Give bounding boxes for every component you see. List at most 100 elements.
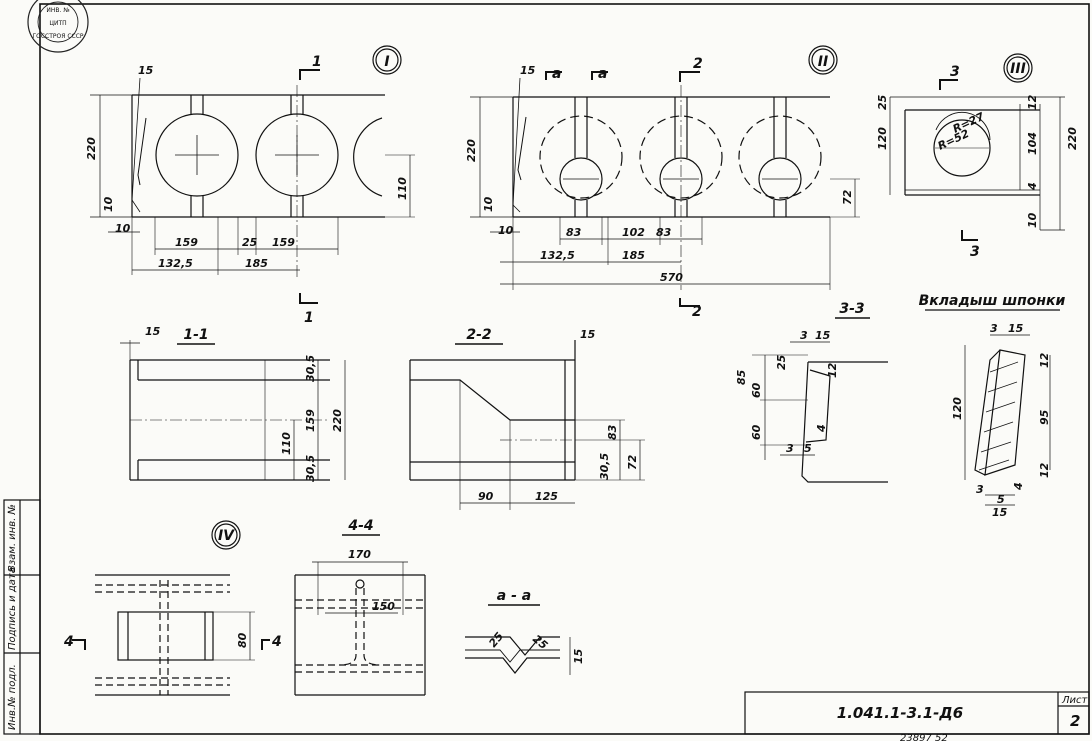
view-II-marker	[808, 45, 838, 75]
dim: 3	[800, 329, 808, 342]
dim: 104	[1026, 132, 1039, 155]
dim: 3	[990, 322, 998, 335]
dim: 220	[465, 139, 478, 162]
dim: 30,5	[598, 453, 611, 480]
dim: 25	[242, 236, 258, 249]
dim: 3	[786, 442, 794, 455]
section-a-a-title: а - а	[497, 588, 531, 604]
dim: 30,5	[304, 355, 317, 382]
inventory-stamp: ИНВ. № ЦИТП ГОССТРОЯ СССР	[27, 0, 89, 53]
dim: 83	[606, 424, 619, 440]
dim: 10	[498, 224, 514, 237]
dim: 159	[175, 236, 198, 249]
sheet-label: Лист	[1061, 695, 1089, 706]
dim: 5	[804, 442, 812, 455]
section-1-1-title: 1-1	[183, 327, 208, 343]
drawing-code: 1.041.1-3.1-Д6	[837, 704, 963, 722]
view-II-drawing	[470, 45, 860, 307]
dim: 15	[520, 64, 536, 77]
dim: 72	[841, 189, 854, 205]
stamp-middle: ЦИТП	[49, 20, 66, 27]
cut-4-right: 4	[271, 634, 282, 650]
cut-1-bottom: 1	[304, 310, 314, 326]
dim: 4	[1026, 182, 1039, 191]
section-a-a-drawing	[465, 604, 571, 675]
dim: 12	[1038, 352, 1051, 368]
section-3-3-drawing	[752, 317, 888, 483]
dim: 220	[85, 137, 98, 160]
section-1-1-drawing	[120, 340, 346, 481]
dim: 570	[660, 271, 683, 284]
dim: 185	[245, 257, 268, 270]
dim: 4	[815, 424, 828, 433]
dim: 15	[138, 64, 154, 77]
dim: 120	[951, 397, 964, 420]
side-stamp-replace: Взам. инв. №	[7, 504, 18, 572]
dim: 30,5	[304, 455, 317, 482]
side-stamp-inv: Инв.№ подл.	[7, 664, 18, 730]
footer-number: 23897 52	[900, 733, 948, 741]
section-2-2-title: 2-2	[466, 327, 491, 343]
dim: 10	[482, 196, 495, 212]
insert-drawing	[925, 309, 1060, 506]
dim: 110	[396, 177, 409, 200]
section-4-4-drawing	[294, 534, 426, 696]
view-II-label: II	[818, 54, 828, 70]
dim: 15	[1008, 322, 1024, 335]
cut-2-bottom: 2	[692, 304, 702, 320]
dim: 15	[145, 325, 161, 338]
dim: 80	[236, 632, 249, 648]
dim: 4	[1012, 482, 1025, 491]
cut-1-top: 1	[312, 54, 322, 70]
dim: 120	[876, 127, 889, 150]
dim: 95	[1038, 409, 1051, 425]
stamp-top: ИНВ. №	[46, 7, 69, 14]
dim: 72	[626, 454, 639, 470]
dim: 3	[976, 483, 984, 496]
stamp-bottom: ГОССТРОЯ СССР	[32, 33, 83, 40]
dim: 159	[304, 409, 317, 432]
cut-2-top: 2	[693, 56, 703, 72]
cut-4-left: 4	[63, 634, 74, 650]
dim: 60	[750, 382, 763, 398]
dim: 90	[478, 490, 494, 503]
dim: 110	[280, 432, 293, 455]
cut-a-right: а	[598, 66, 607, 82]
dim: 60	[750, 424, 763, 440]
section-3-3-title: 3-3	[839, 301, 864, 317]
dim: 5	[997, 493, 1005, 506]
dim: 12	[826, 362, 839, 378]
dim: 15	[580, 328, 596, 341]
dim: 132,5	[158, 257, 193, 270]
dim: 10	[115, 222, 131, 235]
dim: 15	[815, 329, 831, 342]
cut-3-top: 3	[950, 64, 960, 80]
view-III-marker	[1003, 53, 1033, 83]
view-III-label: III	[1010, 61, 1026, 77]
side-stamp-frame	[3, 499, 41, 735]
dim: 25	[876, 94, 889, 110]
dim: 220	[1066, 127, 1079, 150]
dim: 12	[1038, 462, 1051, 478]
side-stamp-signature: Подпись и дата	[7, 567, 18, 650]
dim: 132,5	[540, 249, 575, 262]
dim: 12	[1026, 94, 1039, 110]
dim: 25	[486, 630, 506, 650]
cut-a-left: а	[552, 66, 561, 82]
title-block-frame	[744, 691, 1090, 735]
dim: 170	[348, 548, 371, 561]
cut-3-bottom: 3	[970, 244, 980, 260]
dim: 150	[372, 600, 395, 613]
section-4-4-title: 4-4	[347, 518, 373, 534]
dim: 10	[1026, 212, 1039, 228]
view-I-label: I	[384, 54, 389, 70]
dim: 15	[992, 506, 1008, 519]
dim: 185	[622, 249, 645, 262]
dim: 25	[530, 632, 550, 652]
dim: 83	[566, 226, 582, 239]
sheet-number: 2	[1070, 712, 1080, 730]
dim: 25	[775, 354, 788, 370]
view-III-drawing	[889, 53, 1065, 241]
view-IV-label: IV	[218, 528, 235, 544]
